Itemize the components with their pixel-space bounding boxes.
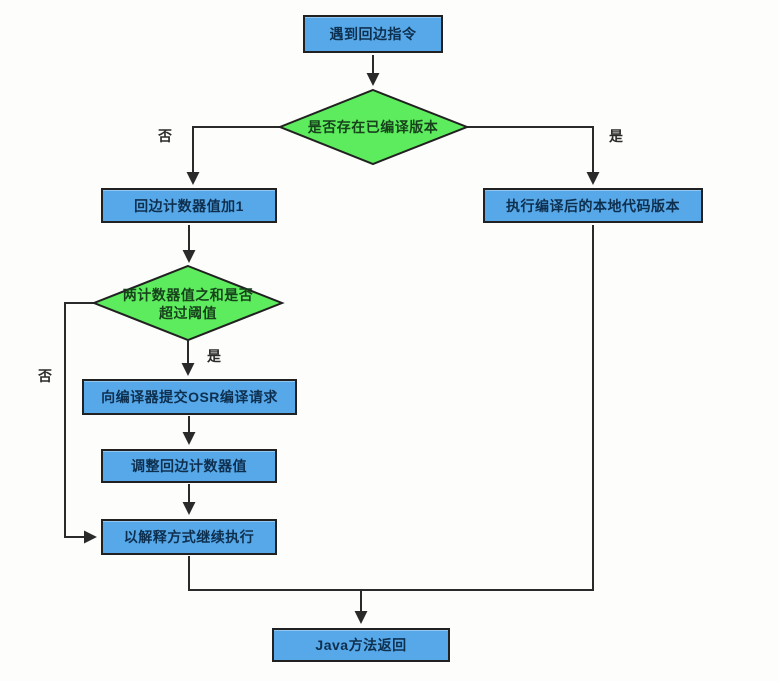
- node-continue-interpreted-execution: 以解释方式继续执行: [101, 519, 277, 555]
- edge-label-yes-down-branch: 是: [207, 348, 221, 364]
- connector-decision1-yes-to-execute: [467, 126, 600, 185]
- node-submit-osr-compile-request: 向编译器提交OSR编译请求: [82, 379, 297, 415]
- node-java-method-return: Java方法返回: [272, 628, 450, 662]
- decision-compiled-version-diamond: [277, 88, 470, 166]
- decision-threshold-label-line2: 超过阈值: [159, 304, 217, 321]
- decision-threshold-diamond: [91, 264, 285, 342]
- connector-decision2-no-loop-to-interpret: [64, 302, 97, 544]
- edge-label-yes-right-branch: 是: [609, 128, 623, 144]
- edge-label-no-loop-branch: 否: [38, 368, 52, 384]
- node-increment-backedge-counter: 回边计数器值加1: [101, 188, 277, 223]
- decision-compiled-version-label: 是否存在已编译版本: [307, 119, 439, 135]
- node-execute-compiled-native-code: 执行编译后的本地代码版本: [483, 188, 703, 223]
- node-encounter-backedge-instruction: 遇到回边指令: [303, 15, 443, 53]
- decision-threshold-label-line1: 两计数器值之和是否: [122, 287, 254, 303]
- connector-decision1-no-to-increment: [186, 126, 280, 185]
- node-adjust-backedge-counter: 调整回边计数器值: [101, 449, 277, 483]
- edge-label-no-left-branch: 否: [158, 128, 172, 144]
- connector-merge-junction: [188, 225, 594, 591]
- decision-threshold-label: 两计数器值之和是否 超过阈值: [98, 287, 278, 322]
